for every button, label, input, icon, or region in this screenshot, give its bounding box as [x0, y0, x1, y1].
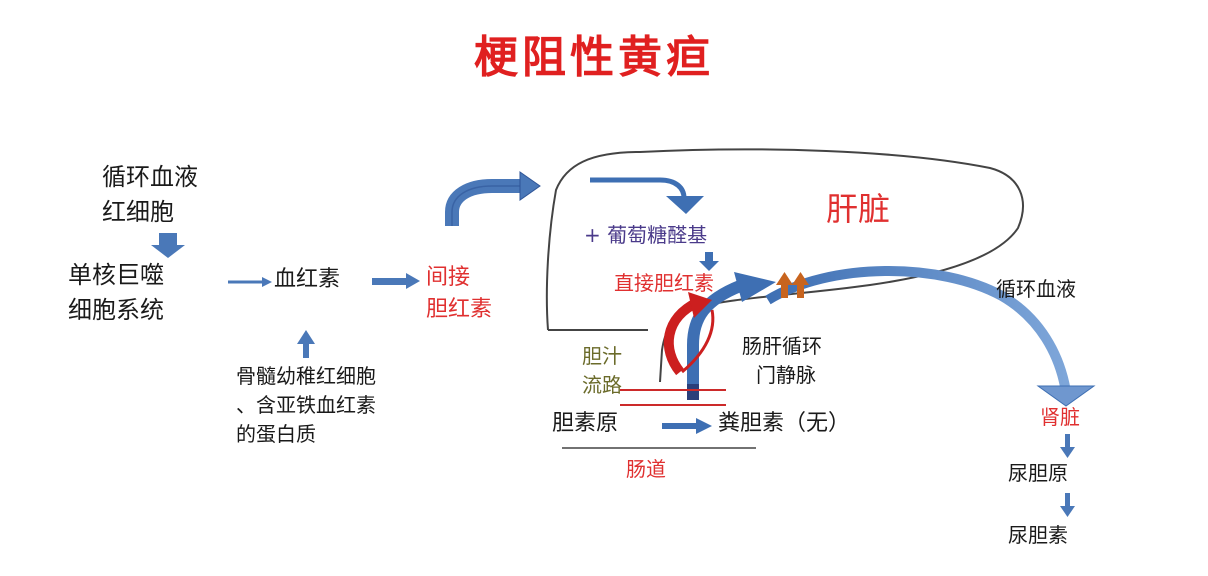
arrow-liver-inner: [590, 177, 704, 214]
label-intestine: 肠道: [626, 457, 666, 481]
label-bone-marrow-line3: 的蛋白质: [236, 422, 316, 446]
arrow-to-hemoglobin: [228, 277, 272, 287]
arrow-bone-marrow-up: [297, 330, 315, 358]
label-glucuronic: + 葡萄糖醛基: [584, 223, 708, 247]
arrow-urobilinogen-to-urobilin: [1060, 493, 1075, 517]
label-liver: 肝脏: [826, 190, 891, 228]
label-red-blood-cell: 红细胞: [102, 197, 174, 226]
label-portal-vein: 门静脉: [756, 363, 816, 387]
arrow-to-stercobilin: [662, 418, 712, 434]
label-bone-marrow-line1: 骨髓幼稚红细胞: [236, 364, 376, 388]
label-mononuclear-line1: 单核巨噬: [68, 261, 164, 289]
label-urobilin: 尿胆素: [1008, 523, 1068, 547]
label-urobilinogen-gut: 胆素原: [552, 411, 619, 436]
label-mononuclear-phagocyte: 单核巨噬 细胞系统: [68, 258, 164, 328]
arrow-rbc-to-mononuclear: [151, 233, 185, 258]
increase-arrows-icon: [776, 272, 809, 298]
arrow-kidney-to-urobilinogen: [1060, 434, 1075, 458]
arrow-bile-flow-red: [663, 292, 715, 376]
bile-duct-lines: [620, 389, 726, 406]
label-enterohepatic-line1: 肠肝循环: [742, 334, 822, 358]
label-indirect-bilirubin: 间接 胆红素: [426, 262, 492, 326]
label-heme: 血红素: [274, 267, 341, 292]
label-bile-flow: 胆汁 流路: [582, 342, 622, 400]
label-stercobilin: 粪胆素（无）: [718, 411, 851, 436]
label-mononuclear-line2: 细胞系统: [68, 295, 164, 324]
label-circulating-blood-right: 循环血液: [996, 277, 1076, 301]
label-indirect-line2: 胆红素: [426, 296, 493, 322]
arrow-to-liver: [445, 171, 541, 226]
liver-outline: [545, 148, 1024, 383]
label-bone-marrow-line2: 、含亚铁血红素: [236, 393, 376, 417]
arrow-to-indirect-bilirubin: [372, 273, 420, 289]
label-bile-flow-line2: 流路: [582, 373, 622, 397]
label-circulating-blood: 循环血液: [102, 163, 198, 191]
label-bile-flow-line1: 胆汁: [582, 344, 622, 368]
diagram-title: 梗阻性黄疸: [474, 32, 714, 83]
label-urobilinogen-urine: 尿胆原: [1008, 461, 1068, 485]
arrow-to-kidney: [765, 266, 1096, 407]
arrow-portal-vein: [687, 272, 776, 400]
arrow-to-direct-bilirubin: [699, 252, 719, 271]
label-bone-marrow: 骨髓幼稚红细胞 、含亚铁血红素 的蛋白质: [236, 362, 376, 449]
label-enterohepatic: 肠肝循环 门静脉: [742, 332, 822, 390]
label-circulating-blood-rbc: 循环血液 红细胞: [102, 160, 198, 230]
label-kidney: 肾脏: [1040, 405, 1080, 429]
label-direct-bilirubin: 直接胆红素: [614, 271, 714, 295]
label-indirect-line1: 间接: [426, 265, 471, 290]
